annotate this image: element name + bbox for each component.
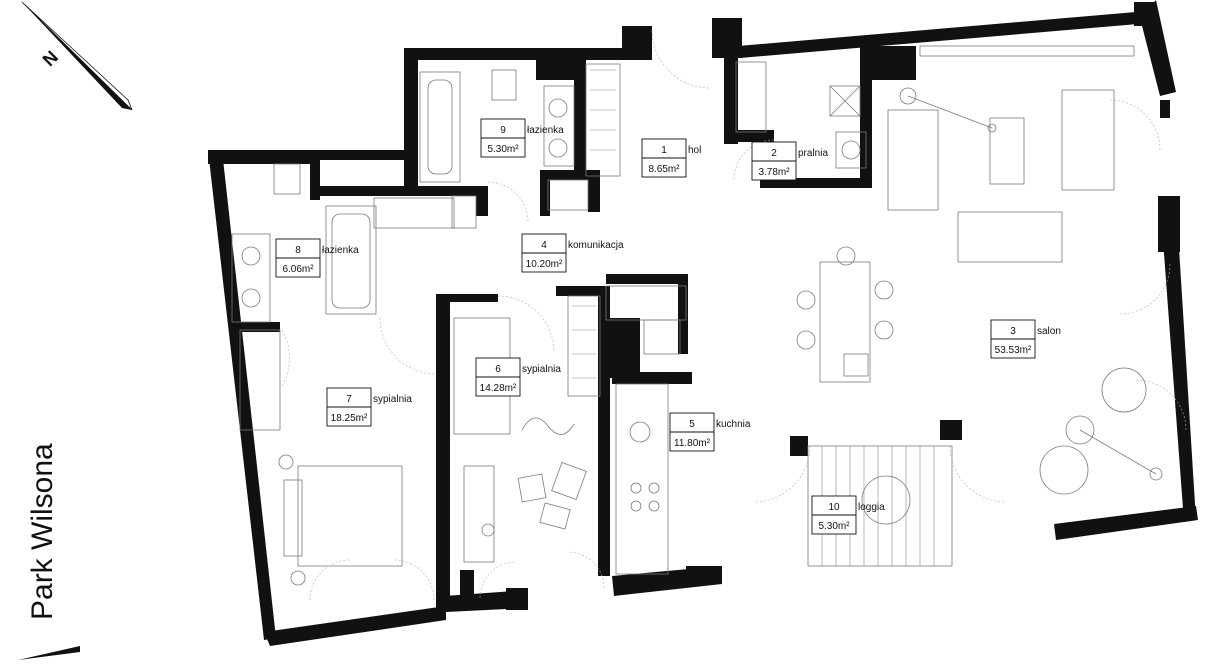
room-name: komunikacja [568, 240, 624, 251]
street-edge-mark [18, 646, 80, 660]
room-area: 18.25m² [331, 413, 368, 424]
room-name: kuchnia [716, 419, 751, 430]
room-number: 4 [541, 240, 547, 251]
north-arrow-icon: N [21, 1, 133, 111]
room-name: łazienka [527, 125, 564, 136]
room-area: 10.20m² [526, 259, 563, 270]
room-area: 6.06m² [282, 264, 314, 275]
street-label: Park Wilsona [26, 443, 59, 620]
room-label-lazienka-8: 8 6.06m² łazienka [275, 238, 359, 278]
room-label-pralnia: 2 3.78m² pralnia [751, 141, 828, 181]
room-label-kuchnia: 5 11.80m² kuchnia [669, 412, 751, 452]
room-area: 5.30m² [487, 144, 519, 155]
room-label-hol: 1 8.65m² hol [641, 138, 701, 178]
walls [208, 0, 1198, 646]
room-label-loggia: 10 5.30m² loggia [811, 495, 885, 535]
room-number: 8 [295, 245, 301, 256]
room-number: 9 [500, 125, 506, 136]
room-name: łazienka [322, 245, 359, 256]
room-name: sypialnia [522, 364, 561, 375]
room-name: hol [688, 145, 701, 156]
room-number: 6 [495, 364, 501, 375]
fixtures [231, 45, 1163, 586]
room-label-lazienka-9: 9 5.30m² łazienka [480, 118, 564, 158]
room-name: loggia [858, 502, 885, 513]
room-name: pralnia [798, 148, 828, 159]
room-labels: 1 8.65m² hol 2 3.78m² pralnia 3 53.53m² salon 4 10… [275, 118, 1061, 535]
room-area: 53.53m² [995, 345, 1032, 356]
room-name: sypialnia [373, 394, 412, 405]
room-number: 2 [771, 148, 777, 159]
room-area: 5.30m² [818, 521, 850, 532]
door-swings [281, 29, 1187, 601]
room-number: 5 [689, 419, 695, 430]
room-name: salon [1037, 326, 1061, 337]
room-label-sypialnia-7: 7 18.25m² sypialnia [326, 387, 412, 427]
room-number: 7 [346, 394, 352, 405]
room-number: 3 [1010, 326, 1016, 337]
room-area: 14.28m² [480, 383, 517, 394]
room-label-komunikacja: 4 10.20m² komunikacja [521, 233, 624, 273]
room-area: 3.78m² [758, 167, 790, 178]
room-area: 11.80m² [674, 438, 711, 449]
room-label-sypialnia-6: 6 14.28m² sypialnia [475, 357, 561, 397]
room-label-salon: 3 53.53m² salon [990, 319, 1061, 359]
room-number: 1 [661, 145, 667, 156]
room-number: 10 [828, 502, 840, 513]
north-label: N [39, 47, 62, 70]
room-area: 8.65m² [648, 164, 680, 175]
